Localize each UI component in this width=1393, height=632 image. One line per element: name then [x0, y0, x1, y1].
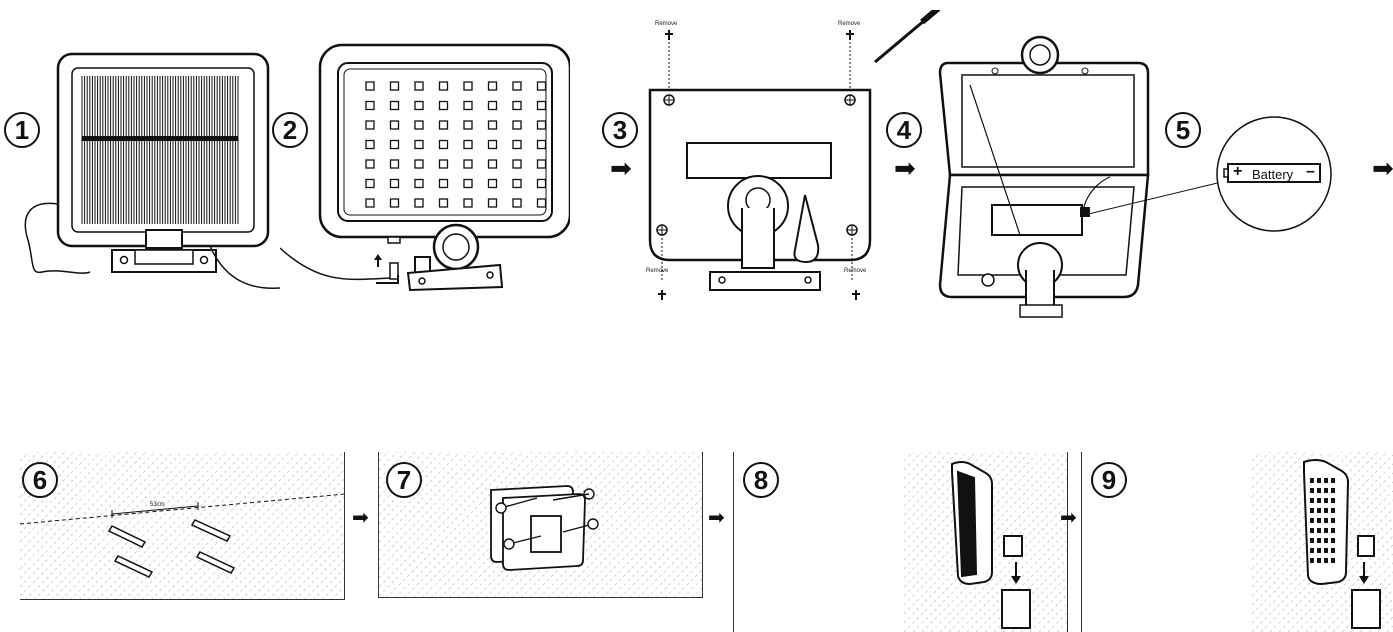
battery-detail-circle: [1216, 116, 1332, 232]
step-7-number: 7: [386, 462, 422, 498]
battery-plus: +: [1233, 163, 1243, 180]
step-4-arrow: ➡: [894, 153, 916, 183]
battery-minus: –: [1306, 163, 1315, 180]
step-8-number: 8: [743, 462, 779, 498]
step-1-number: 1: [4, 112, 40, 148]
step-7-arrow: ➡: [708, 507, 725, 529]
battery-leader-line: [1080, 179, 1231, 217]
step-6-arrow: ➡: [352, 507, 369, 529]
step-6-number: 6: [22, 462, 58, 498]
remove-label-top-left: Remove: [655, 21, 678, 27]
step-5-number: 5: [1165, 112, 1201, 148]
step-8-panel: [733, 452, 1068, 632]
step-3-number: 3: [602, 112, 638, 148]
step-6-panel: [20, 452, 345, 600]
step-9-number: 9: [1091, 462, 1127, 498]
remove-label-bottom-left: Remove: [646, 268, 669, 274]
remove-label-bottom-right: Remove: [844, 268, 867, 274]
step-5-arrow: ➡: [1372, 153, 1393, 183]
step-3-arrow: ➡: [610, 153, 632, 183]
step-2-number: 2: [272, 112, 308, 148]
step-8-arrow: ➡: [1060, 507, 1077, 529]
step-4-number: 4: [886, 112, 922, 148]
back-cover-illustration: [648, 10, 940, 300]
battery-label: Battery: [1252, 167, 1294, 182]
spacing-label: 53cm: [150, 502, 165, 508]
step-9-panel: [1081, 452, 1393, 632]
solar-panel-illustration: [24, 52, 280, 289]
opened-case-illustration: [938, 35, 1150, 318]
step-7-panel: [378, 452, 703, 598]
remove-label-top-right: Remove: [838, 21, 861, 27]
led-lamp-illustration: [280, 43, 570, 292]
